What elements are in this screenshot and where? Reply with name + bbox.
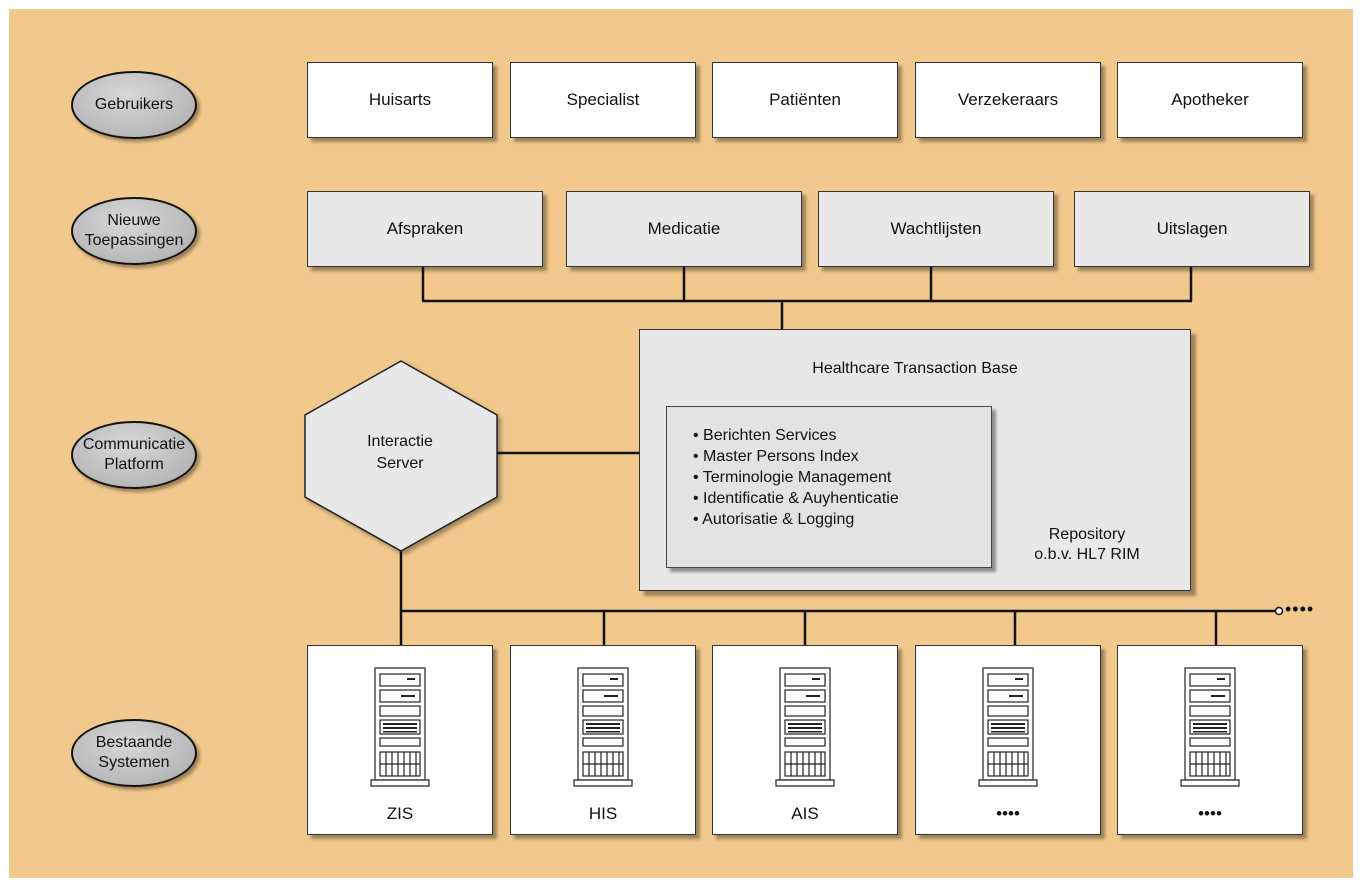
- service-item: Autorisatie & Logging: [693, 509, 991, 530]
- system-label: ••••: [1198, 804, 1222, 823]
- layer-bestaande-systemen: Bestaande Systemen: [71, 719, 197, 787]
- repository-label: Repository o.b.v. HL7 RIM: [1002, 525, 1172, 565]
- system-his: HIS: [510, 645, 696, 835]
- services-list: Berichten Services Master Persons Index …: [693, 425, 991, 530]
- bus-end-node: [1274, 606, 1284, 616]
- user-patienten: Patiënten: [712, 62, 898, 138]
- oval-label-line: Bestaande: [95, 734, 173, 751]
- oval-label-line: Systemen: [98, 754, 170, 771]
- hex-label-line: Server: [376, 455, 424, 472]
- diagram-canvas: •••• Gebruikers Nieuwe Toepassingen Comm…: [9, 9, 1353, 878]
- app-medicatie: Medicatie: [566, 191, 802, 267]
- user-specialist: Specialist: [510, 62, 696, 138]
- service-item: Berichten Services: [693, 425, 991, 446]
- system-zis: ZIS: [307, 645, 493, 835]
- healthcare-transaction-base: Healthcare Transaction Base Berichten Se…: [639, 329, 1191, 591]
- services-list-box: Berichten Services Master Persons Index …: [666, 406, 992, 568]
- layer-communicatie-platform: Communicatie Platform: [71, 421, 197, 489]
- system-ais: AIS: [712, 645, 898, 835]
- app-afspraken: Afspraken: [307, 191, 543, 267]
- bus-continuation-dots: ••••: [1285, 599, 1315, 619]
- user-huisarts: Huisarts: [307, 62, 493, 138]
- server-icon: [370, 667, 430, 787]
- user-apotheker: Apotheker: [1117, 62, 1303, 138]
- oval-label-line: Nieuwe: [107, 212, 161, 229]
- interactie-server-label: Interactie Server: [305, 431, 495, 475]
- repository-label-line: o.b.v. HL7 RIM: [1034, 546, 1140, 563]
- server-icon: [978, 667, 1038, 787]
- server-icon: [775, 667, 835, 787]
- service-item: Identificatie & Auyhenticatie: [693, 488, 991, 509]
- system-label: AIS: [791, 804, 819, 823]
- oval-label-line: Gebruikers: [94, 96, 174, 113]
- layer-nieuwe-toepassingen: Nieuwe Toepassingen: [71, 197, 197, 265]
- oval-label-line: Communicatie: [82, 436, 186, 453]
- service-item: Terminologie Management: [693, 467, 991, 488]
- app-uitslagen: Uitslagen: [1074, 191, 1310, 267]
- system-label: ••••: [996, 804, 1020, 823]
- user-verzekeraars: Verzekeraars: [915, 62, 1101, 138]
- hex-label-line: Interactie: [367, 433, 433, 450]
- app-wachtlijsten: Wachtlijsten: [818, 191, 1054, 267]
- oval-label-line: Platform: [104, 456, 164, 473]
- system-label: ZIS: [386, 804, 414, 823]
- system-label: HIS: [588, 804, 618, 823]
- server-icon: [573, 667, 633, 787]
- repository-label-line: Repository: [1048, 526, 1126, 543]
- server-icon: [1180, 667, 1240, 787]
- oval-label-line: Toepassingen: [84, 232, 184, 249]
- system-other-2: ••••: [1117, 645, 1303, 835]
- htb-title: Healthcare Transaction Base: [812, 360, 1018, 377]
- layer-gebruikers: Gebruikers: [71, 71, 197, 139]
- service-item: Master Persons Index: [693, 446, 991, 467]
- system-other-1: ••••: [915, 645, 1101, 835]
- interactie-server-hexagon: [304, 360, 498, 552]
